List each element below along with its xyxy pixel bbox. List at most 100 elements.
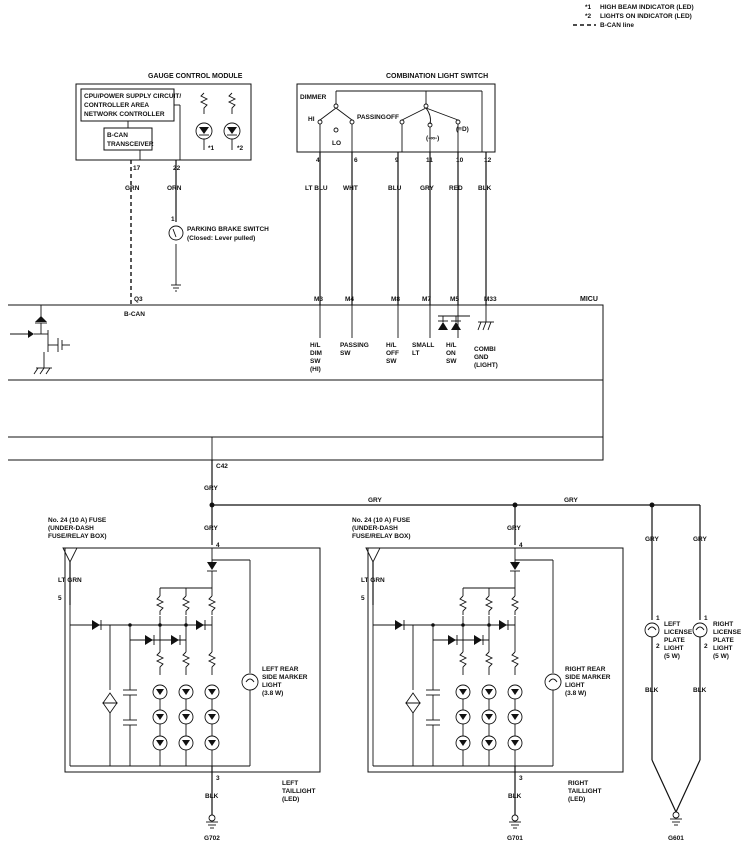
parking-brake-line2: (Closed: Lever pulled) [187,235,255,242]
combo-wire: LT BLU [305,185,328,192]
combo-title: COMBINATION LIGHT SWITCH [386,73,488,80]
bus-gry-label: GRY [368,497,383,504]
lt-marker3: LIGHT [262,682,282,689]
lt-name2: TAILLIGHT [282,788,315,795]
lt-fuse1: No. 24 (10 A) FUSE [48,517,107,524]
legend-text-2: LIGHTS ON INDICATOR (LED) [600,13,692,20]
rt-marker3: LIGHT [565,682,585,689]
rt-pin5: 5 [361,595,365,602]
gcm-cpu-line3: NETWORK CONTROLLER [84,111,165,118]
gcm-cpu-line1: CPU/POWER SUPPLY CIRCUIT/ [84,93,181,100]
lic-right-pin1: 1 [704,615,708,622]
combo-wire: GRY [420,185,435,192]
rt-fuse1: No. 24 (10 A) FUSE [352,517,411,524]
lic-left-wire-out: BLK [645,687,659,694]
rt-fuse2: (UNDER-DASH [352,525,398,532]
lt-marker4: (3.8 W) [262,690,283,697]
combo-wires: LT BLU WHT BLU GRY RED BLK [305,152,492,305]
rt-wire-gnd: BLK [508,793,522,800]
gcm-transceiver-line1: B-CAN [107,132,128,139]
micu-input-circuit [10,305,70,375]
gry-bus: GRY GRY GRY GRY [204,460,700,545]
rt-marker4: (3.8 W) [565,690,586,697]
lic-ground: G601 [668,835,684,842]
gcm-wire22: ORN [167,185,182,192]
high-beam-indicator: *1 [195,92,215,152]
micu-pin: M5 [450,296,459,303]
gcm-pin17: 17 [133,165,141,172]
led-string [204,684,220,766]
combo-pin: 6 [354,157,358,164]
legend-text-1: HIGH BEAM INDICATOR (LED) [600,4,694,11]
rt-pin4: 4 [519,542,523,549]
lic-left-wire-in: GRY [645,536,660,543]
combo-small-sym: (-∞-) [426,135,439,142]
parking-brake-pin: 1 [171,216,175,223]
lt-marker2: SIDE MARKER [262,674,308,681]
lic-left3: PLATE [664,637,685,644]
micu-label: OFF [386,350,399,357]
lic-right-wire-out: BLK [693,687,707,694]
led-string [178,684,194,766]
micu-label: H/L [310,342,321,349]
micu-label: H/L [386,342,397,349]
micu-label: SW [340,350,351,357]
lt-marker1: LEFT REAR [262,666,299,673]
micu-label: LT [412,350,419,357]
lt-fuse2: (UNDER-DASH [48,525,94,532]
bulb-icon [544,673,562,691]
combo-on-sym: (≡D) [456,126,469,133]
combo-pin: 12 [484,157,492,164]
micu-pin: M4 [345,296,354,303]
micu: MICU Q3 B-CAN M3 M4 M8 M7 M5 [8,296,604,470]
combo-pin: 10 [456,157,464,164]
lic-left-pin2: 2 [656,643,660,650]
micu-label: (LIGHT) [474,362,498,369]
lic-right-pin2: 2 [704,643,708,650]
lic-left4: LIGHT [664,645,684,652]
legend-bcan-text: B-CAN line [600,22,634,29]
combo-wire: BLK [478,185,492,192]
lic-right4: LIGHT [713,645,733,652]
led-icon [227,127,237,134]
legend: *1 HIGH BEAM INDICATOR (LED) *2 LIGHTS O… [573,4,694,29]
micu-bcan: B-CAN [124,311,145,318]
lic-left-pin1: 1 [656,615,660,622]
lt-pin4: 4 [216,542,220,549]
rt-box [367,547,624,773]
gcm-cpu-line2: CONTROLLER AREA [84,102,149,109]
led-string [455,684,471,766]
micu-label: SW [446,358,457,365]
legend-mark-1: *1 [585,4,592,11]
bus-gry-label: GRY [204,525,219,532]
parking-brake-switch: 1 PARKING BRAKE SWITCH (Closed: Lever pu… [168,216,269,292]
lic-right-wire-in: GRY [693,536,708,543]
lt-fuse-wire: LT GRN [58,577,82,584]
rt-fuse-wire: LT GRN [361,577,385,584]
micu-c42: C42 [216,463,228,470]
lt-name3: (LED) [282,796,299,803]
rt-wire-in: GRY [507,525,522,532]
led-string [507,684,523,766]
combo-box [296,83,496,153]
bulb-icon [644,622,660,638]
micu-label: DIM [310,350,322,357]
gauge-control-module: GAUGE CONTROL MODULE CPU/POWER SUPPLY CI… [75,73,252,305]
micu-pin: M3 [314,296,323,303]
rt-pin3: 3 [519,775,523,782]
lt-box [64,547,321,773]
micu-pin: M33 [484,296,497,303]
micu-box [8,304,604,461]
license-plate-lights: GRY GRY 1 1 2 2 LEFT LICENSE PLATE LIGHT… [644,505,742,842]
micu-label: PASSING [340,342,369,349]
micu-label: H/L [446,342,457,349]
led-icon [199,127,209,134]
combo-pin: 9 [395,157,399,164]
combo-wire: RED [449,185,463,192]
combo-passing: PASSING [357,114,386,121]
gcm-box [75,83,252,161]
gcm-title: GAUGE CONTROL MODULE [148,73,243,80]
lic-right1: RIGHT [713,621,733,628]
lic-left2: LICENSE [664,629,693,636]
led-string [481,684,497,766]
